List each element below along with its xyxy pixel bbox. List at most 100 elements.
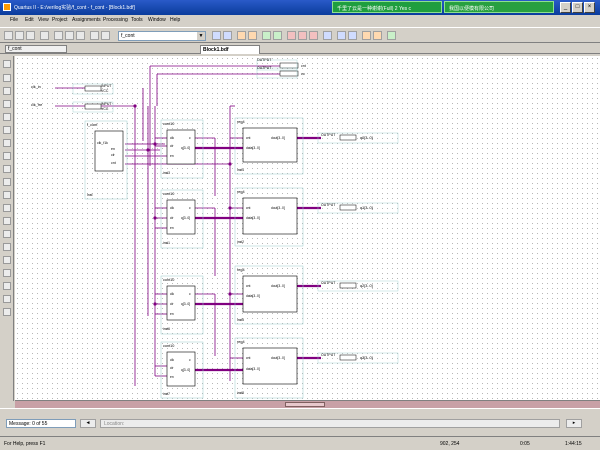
junctions [133,104,232,306]
save-icon[interactable] [26,31,35,40]
close-button[interactable]: × [584,2,595,13]
scrollbar-thumb[interactable] [285,402,325,407]
output-pin-q2[interactable]: OUTPUT q2[3..0] [317,280,399,292]
rtl-viewer-icon[interactable] [362,31,371,40]
menu-window[interactable]: Window [148,17,166,23]
reg-name-3: reg4 [237,268,245,272]
symbol-tool-icon[interactable] [3,100,11,108]
top-output-pin-2[interactable]: OUTPUT co [256,66,305,79]
rubberband-icon[interactable] [3,165,11,173]
counter-in-1c: en [170,154,174,158]
orthogonal-bus-icon[interactable] [3,139,11,147]
reg-in-3b: data[3..0] [246,294,260,298]
assignment-editor-icon[interactable] [373,31,382,40]
menu-bar: File Edit View Project Assignments Proce… [0,15,600,26]
flip-horizontal-icon[interactable] [3,230,11,238]
counter-block-4[interactable]: cont10 clk clr en c q[3..0] inst7 [160,341,204,399]
message-prev-button[interactable]: ◄ [80,419,96,428]
document-tab[interactable]: Block1.bdf [200,45,260,54]
reg-block-1[interactable]: reg4 cnt data[3..0] dout[3..0] inst4 [234,117,304,175]
quartus-app-icon[interactable] [3,3,11,11]
counter-block-3[interactable]: cont10 clk clr en c q[3..0] inst6 [160,275,204,335]
cut-icon[interactable] [54,31,63,40]
line-tool-icon[interactable] [3,295,11,303]
print-icon[interactable] [40,31,49,40]
settings-icon[interactable] [223,31,232,40]
partial-line-icon[interactable] [3,178,11,186]
top-output-name-1: cnt [301,64,306,68]
input-pin-clk-fre[interactable]: INPUT VCC clk_fre [31,101,114,113]
chip-planner-icon[interactable] [248,31,257,40]
pin-planner-icon[interactable] [237,31,246,40]
timing-icon[interactable] [309,31,318,40]
zoom-icon[interactable] [3,191,11,199]
counter-in-1b: clr [170,144,174,148]
project-combo[interactable]: f_cont ▼ [118,31,206,41]
text-tool-icon[interactable] [3,87,11,95]
redo-icon[interactable] [101,31,110,40]
oval-tool-icon[interactable] [3,282,11,290]
report-icon[interactable] [337,31,346,40]
reg-block-2[interactable]: reg4 cnt data[3..0] dout[3..0] inst2 [234,187,304,247]
menu-help[interactable]: Help [170,17,181,23]
rotate-icon[interactable] [3,256,11,264]
ime-status[interactable]: 我国以便模有限公司 [444,1,554,13]
dock-icon[interactable] [3,60,11,68]
undo-icon[interactable] [90,31,99,40]
start-analysis-icon[interactable] [273,31,282,40]
ime-toolbar[interactable]: 千里了云是一种谢谢(Full) 2 Yes c [332,1,442,13]
menu-edit[interactable]: Edit [25,17,34,23]
schematic-canvas[interactable]: OUTPUT cnt OUTPUT co INPUT VCC clk_in IN… [15,56,600,401]
flip-vertical-icon[interactable] [3,243,11,251]
block-tool-icon[interactable] [3,113,11,121]
input-pin-clk-in[interactable]: INPUT VCC clk_in [31,83,114,95]
new-icon[interactable] [4,31,13,40]
counter-block-2[interactable]: cont10 clk clr en c q[3..0] inst1 [160,189,204,249]
output-pin-q1[interactable]: OUTPUT q1[3..0] [317,202,399,214]
reg-block-3[interactable]: reg4 cnt data[3..0] dout[3..0] inst5 [234,265,304,325]
location-field[interactable]: Location: [100,419,560,428]
play-icon[interactable] [287,31,296,40]
project-navigator-icon[interactable] [212,31,221,40]
paste-icon[interactable] [76,31,85,40]
menu-file[interactable]: File [10,17,19,23]
counter-in-1a: clk [170,136,174,140]
menu-project[interactable]: Project [52,17,68,23]
conduit-tool-icon[interactable] [3,152,11,160]
help-icon[interactable] [387,31,396,40]
simulator-icon[interactable] [323,31,332,40]
minimize-button[interactable]: _ [560,2,571,13]
arc-tool-icon[interactable] [3,308,11,316]
locate-button[interactable]: ▸ [566,419,582,428]
menu-processing[interactable]: Processing [103,17,128,23]
menu-view[interactable]: View [38,17,49,23]
stop-icon[interactable] [298,31,307,40]
divider-port-2: en [111,147,115,151]
output-pin-q0[interactable]: OUTPUT q0[3..0] [317,132,399,144]
programmer-icon[interactable] [348,31,357,40]
input-name-1: clk_in [31,85,41,89]
project-tab[interactable]: f_cont [5,45,67,53]
find-icon[interactable] [3,217,11,225]
counter-block-1[interactable]: cont10 clk clr en c q[3..0] inst3 [160,119,204,179]
compile-icon[interactable] [262,31,271,40]
open-icon[interactable] [15,31,24,40]
reg-block-4[interactable]: reg4 cnt data[3..0] dout[3..0] inst8 [234,337,304,399]
chevron-down-icon[interactable]: ▼ [197,32,205,40]
menu-tools[interactable]: Tools [131,17,143,23]
selection-tool-icon[interactable] [3,74,11,82]
horizontal-scrollbar[interactable] [15,400,600,408]
menu-assignments[interactable]: Assignments [72,17,101,23]
reg-in-2b: data[3..0] [246,216,260,220]
orthogonal-node-icon[interactable] [3,126,11,134]
rectangle-tool-icon[interactable] [3,269,11,277]
full-screen-icon[interactable] [3,204,11,212]
counter-out-4b: q[3..0] [181,368,190,372]
output-pin-q3[interactable]: OUTPUT q3[3..0] [317,352,399,364]
divider-block[interactable]: f_cont clk_f1k en clr cnt inst [84,120,128,200]
maximize-button[interactable]: □ [572,2,583,13]
top-output-label-2: OUTPUT [257,66,272,70]
copy-icon[interactable] [65,31,74,40]
counter-inst-2: inst1 [163,241,170,245]
document-tabs-bar: f_cont Block1.bdf [0,44,600,54]
